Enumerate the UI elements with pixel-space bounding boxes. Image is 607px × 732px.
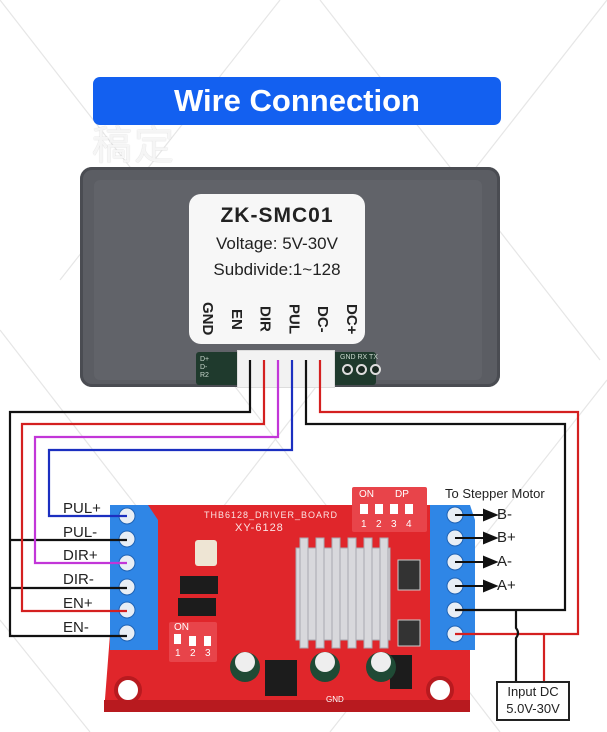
pin-labels: DC+ DC- PUL DIR EN GND	[195, 292, 363, 346]
pin-label-dc-plus: DC+	[342, 303, 360, 335]
wire-input-minus	[514, 610, 520, 682]
header-pins	[342, 362, 381, 380]
terminal-label-en-plus: EN+	[63, 595, 93, 612]
dip-small-switch-3[interactable]: 3	[205, 648, 211, 659]
wire-pul	[47, 360, 294, 518]
motor-arrows	[455, 508, 499, 593]
pin-label-gnd: GND	[199, 302, 216, 336]
dip-main-dp-label: DP	[395, 489, 409, 500]
optocoupler-chip	[195, 540, 217, 566]
ic-chip	[180, 576, 218, 594]
motor-label-a-plus: A+	[497, 577, 516, 594]
motor-label-b-plus: B+	[497, 529, 516, 546]
title-banner: Wire Connection	[93, 77, 501, 125]
pin-label-pul: PUL	[285, 304, 303, 334]
terminal-label-pul-plus: PUL+	[63, 500, 101, 517]
shunt-resistor	[397, 619, 421, 647]
dip-main-switch-1[interactable]: 1	[361, 519, 367, 530]
terminal-label-pul-minus: PUL-	[63, 524, 98, 541]
right-terminal-block	[430, 505, 475, 650]
components	[169, 487, 427, 696]
dip-switch-main	[352, 487, 427, 532]
controller-voltage: Voltage: 5V-30V	[216, 234, 338, 253]
header-label: GND RX TX	[340, 354, 378, 361]
motor-label-b-minus: B-	[497, 506, 512, 523]
wire-gnd	[8, 360, 252, 638]
controller-subdivide: Subdivide:1~128	[213, 260, 341, 279]
gnd-label: GND	[326, 695, 344, 704]
terminal-label-en-minus: EN-	[63, 619, 89, 636]
dip-main-switch-2[interactable]: 2	[376, 519, 382, 530]
terminal-label-dir-plus: DIR+	[63, 547, 98, 564]
pin-label-en: EN	[227, 308, 245, 330]
dip-main-switch-3[interactable]: 3	[391, 519, 397, 530]
power-input-box: Input DC 5.0V-30V	[496, 681, 570, 721]
controller-connector[interactable]	[237, 350, 335, 388]
controller-model: ZK-SMC01	[220, 204, 334, 227]
regulator-chip	[265, 660, 297, 696]
pcb-label: R2	[200, 372, 209, 379]
controller-module	[80, 167, 500, 387]
pin-label-dir: DIR	[256, 306, 274, 332]
power-input-line2: 5.0V-30V	[506, 701, 560, 716]
wire-dir	[33, 360, 280, 565]
board-name: THB6128_DRIVER_BOARD	[204, 510, 339, 520]
pin-label-dc-minus: DC-	[314, 305, 332, 333]
controller-label-card: ZK-SMC01 Voltage: 5V-30V Subdivide:1~128…	[189, 194, 365, 344]
dip-main-on-label: ON	[359, 489, 374, 500]
dip-small-switch-1[interactable]: 1	[175, 648, 181, 659]
pcb-label: D-	[200, 364, 208, 371]
dip-small-on-label: ON	[174, 622, 189, 633]
motor-label-a-minus: A-	[497, 553, 512, 570]
mount-hole	[114, 676, 142, 704]
wire-en	[20, 360, 266, 613]
heatsink	[295, 537, 391, 649]
watermark-text: 稿定	[92, 123, 176, 169]
wire-dc-minus	[304, 360, 567, 612]
ic-chip	[178, 598, 216, 616]
shunt-resistor	[397, 559, 421, 591]
left-terminal-block	[110, 505, 158, 650]
pcb-label: D+	[200, 356, 210, 363]
motor-title: To Stepper Motor	[445, 486, 545, 501]
dip-small-switch-2[interactable]: 2	[190, 648, 196, 659]
board-model: XY-6128	[235, 522, 284, 534]
dip-main-switch-4[interactable]: 4	[406, 519, 412, 530]
power-input-line1: Input DC	[507, 684, 559, 699]
terminal-label-dir-minus: DIR-	[63, 571, 94, 588]
mount-hole	[426, 676, 454, 704]
wire-dc-plus	[318, 360, 580, 636]
